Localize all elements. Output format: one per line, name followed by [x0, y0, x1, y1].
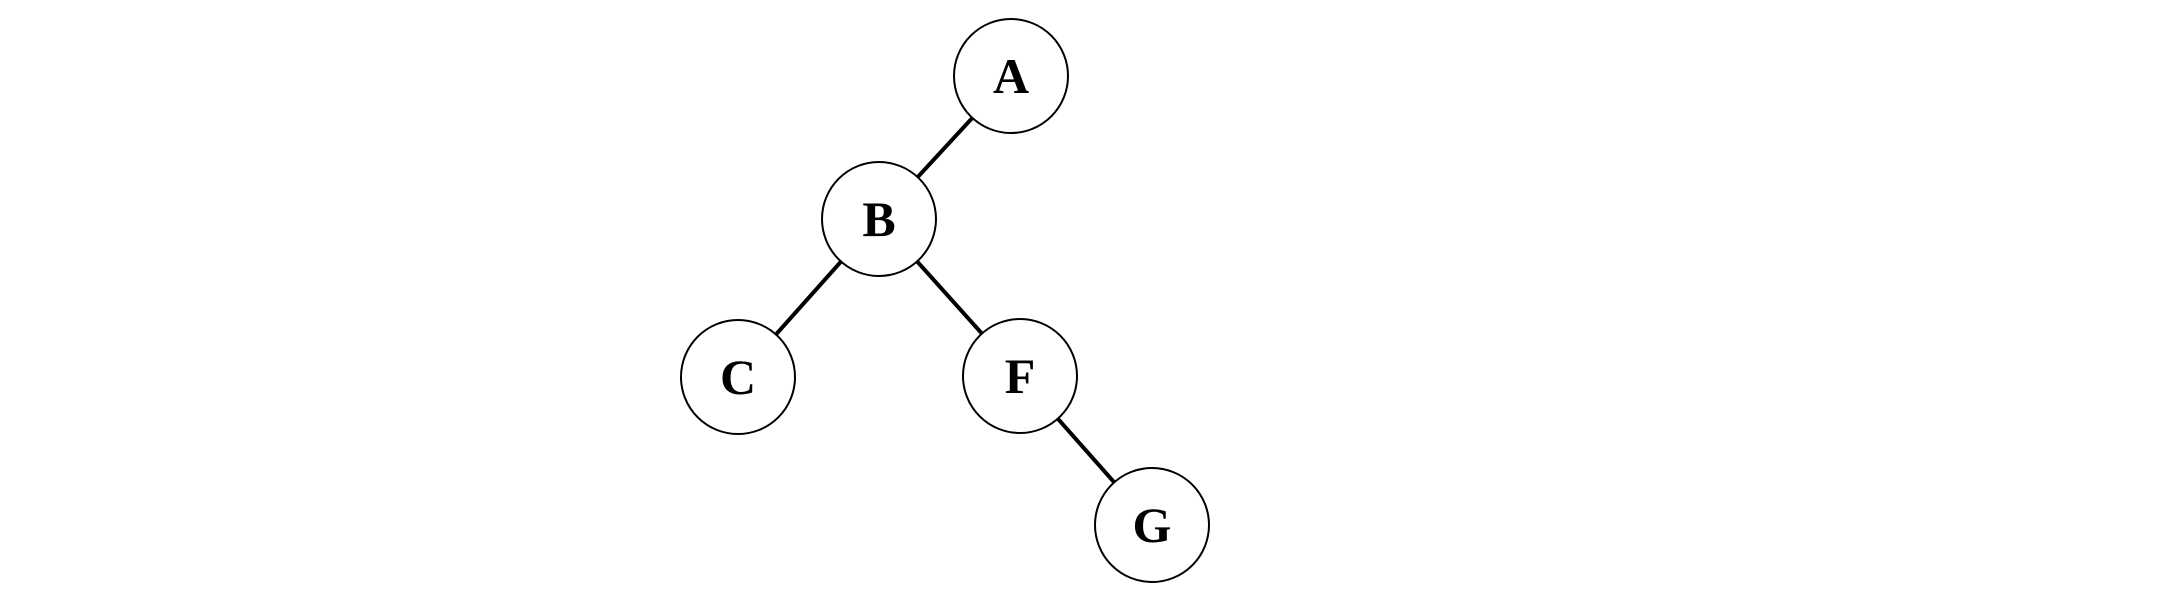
- node-C: C: [680, 319, 796, 435]
- node-F: F: [962, 318, 1078, 434]
- node-G-circle: [1094, 467, 1210, 583]
- node-C-label: C: [720, 349, 756, 405]
- node-B: B: [821, 161, 937, 277]
- node-F-circle: [962, 318, 1078, 434]
- node-A-label: A: [993, 48, 1029, 104]
- node-A-circle: [953, 18, 1069, 134]
- node-F-label: F: [1005, 348, 1036, 404]
- node-B-circle: [821, 161, 937, 277]
- node-G: G: [1094, 467, 1210, 583]
- node-C-circle: [680, 319, 796, 435]
- node-B-label: B: [862, 191, 895, 247]
- node-A: A: [953, 18, 1069, 134]
- node-G-label: G: [1133, 497, 1172, 553]
